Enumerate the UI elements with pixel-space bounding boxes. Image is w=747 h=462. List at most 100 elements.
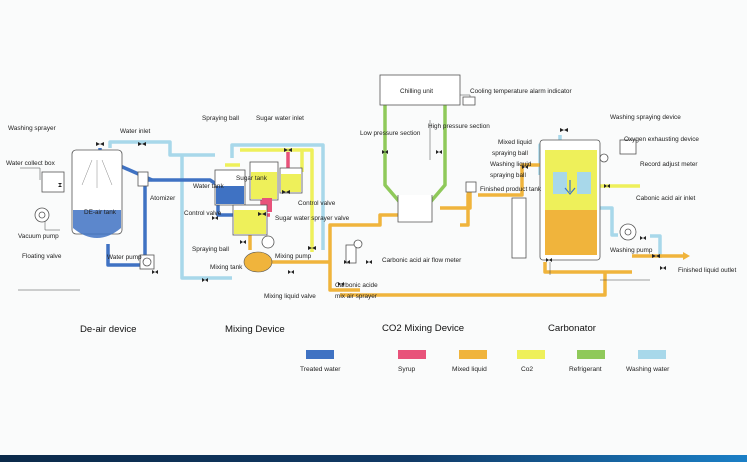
label-spraying-ball-top: Spraying ball — [202, 115, 239, 122]
valve-icon — [366, 260, 372, 264]
carbonator-tank — [539, 139, 601, 261]
label-control-valve-left: Control valve — [184, 210, 222, 217]
valve-icon — [282, 190, 290, 194]
valve-icon — [652, 254, 660, 258]
valve-icon — [152, 270, 158, 274]
mixing-tank — [243, 251, 273, 273]
valve-icon — [382, 150, 388, 154]
valve-icon — [660, 266, 666, 270]
label-carbonic-acid-1: Carbonic acide — [335, 282, 378, 289]
label-sugar-water-inlet: Sugar water inlet — [256, 115, 304, 122]
valve-icon — [546, 258, 552, 262]
valve-icon — [522, 165, 528, 169]
record-adjust-meter — [599, 153, 609, 163]
label-water-tank: Water tank — [193, 183, 224, 190]
oxygen-exhaust-device — [619, 139, 637, 155]
water-pump-de-air — [139, 254, 155, 270]
label-washing-sprayer: Washing sprayer — [8, 125, 57, 132]
label-washing-pump: Washing pump — [610, 247, 653, 254]
washing-pump — [619, 223, 637, 241]
section-titles: De-air device Mixing Device CO2 Mixing D… — [80, 323, 597, 335]
carbonic-acid-flow-meter — [345, 239, 363, 264]
label-carbonic-acid-2: mix air sprayer — [335, 293, 378, 300]
outlet-arrow-icon — [683, 252, 690, 260]
legend-swatch — [638, 350, 666, 359]
atomizer — [137, 171, 149, 187]
legend-swatch — [459, 350, 487, 359]
valve-icon — [604, 184, 610, 188]
finished-product-tank — [465, 181, 477, 193]
label-vacuum-pump: Vacuum pump — [18, 233, 59, 240]
label-mixing-liquid-valve: Mixing liquid valve — [264, 293, 316, 300]
label-washing-spraying-device: Washing spraying device — [610, 114, 681, 121]
valve-icon — [138, 142, 146, 146]
legend-label: Syrup — [398, 366, 416, 373]
label-oxygen-exhaust: Oxygen exhausting device — [624, 136, 699, 143]
legend-label: Treated water — [300, 366, 341, 373]
valve-icon — [560, 128, 568, 132]
valve-icon — [258, 212, 266, 216]
legend-label: Refrigerant — [569, 366, 602, 373]
label-carbonic-acid-inlet: Cabonic acid air inlet — [636, 195, 696, 202]
de-air-tank — [71, 149, 123, 238]
water-collect-box — [41, 171, 65, 193]
label-high-pressure: High pressure section — [428, 123, 490, 130]
section-mixing: Mixing Device — [225, 324, 285, 335]
cooling-alarm-indicator — [462, 96, 476, 106]
label-finished-product-tank: Finished product tank — [480, 186, 542, 193]
component-labels: Washing sprayer Water inlet Water collec… — [6, 88, 736, 300]
valves — [58, 128, 666, 286]
legend-label: Co2 — [521, 366, 533, 373]
legend-label: Mixed liquid — [452, 366, 487, 373]
label-washing-liquid-ball-2: spraying ball — [490, 172, 526, 179]
legend-label: Washing water — [626, 366, 670, 373]
label-mixed-liquid-ball-2: spraying ball — [492, 150, 528, 157]
valve-icon — [58, 183, 62, 187]
valve-icon — [288, 270, 294, 274]
label-water-collect-box: Water collect box — [6, 160, 56, 167]
legend-swatch — [517, 350, 545, 359]
instrument-column — [511, 197, 527, 259]
valve-icon — [202, 278, 208, 282]
mixing-assembly — [232, 204, 268, 236]
label-sugar-tank: Sugar tank — [236, 175, 268, 182]
label-finished-liquid-outlet: Finished liquid outlet — [678, 267, 736, 274]
valve-icon — [284, 148, 292, 152]
label-low-pressure: Low pressure section — [360, 130, 421, 137]
legend-swatch — [306, 350, 334, 359]
valve-icon — [212, 216, 218, 220]
label-water-inlet: Water inlet — [120, 128, 151, 135]
label-spraying-ball-lower: Spraying ball — [192, 246, 229, 253]
valve-icon — [308, 246, 316, 250]
section-carbonator: Carbonator — [548, 323, 597, 334]
legend-swatch — [577, 350, 605, 359]
bottom-accent-bar — [0, 455, 747, 462]
label-sugar-water-sprayer-valve: Sugar water sprayer valve — [275, 215, 350, 222]
label-mixed-liquid-ball-1: Mixed liquid — [498, 139, 532, 146]
label-washing-liquid-ball-1: Washing liquid — [490, 161, 532, 168]
legend: Treated water Syrup Mixed liquid Co2 Refrige… — [300, 350, 670, 373]
label-mixing-pump: Mixing pump — [275, 253, 312, 260]
valve-icon — [344, 260, 350, 264]
valve-icon — [338, 282, 344, 286]
label-mixing-tank: Mixing tank — [210, 264, 243, 271]
label-cooling-alarm: Cooling temperature alarm indicator — [470, 88, 572, 95]
valve-icon — [240, 240, 246, 244]
label-chilling-unit: Chilling unit — [400, 88, 433, 95]
label-record-adjust-meter: Record adjust meter — [640, 161, 698, 168]
vacuum-pump — [34, 207, 50, 223]
valve-icon — [96, 142, 104, 146]
sugar-tank — [249, 161, 279, 201]
valve-icon — [436, 150, 442, 154]
section-de-air: De-air device — [80, 324, 137, 335]
label-atomizer: Atomizer — [150, 195, 176, 202]
chilling-unit — [379, 74, 461, 223]
label-water-pump: Water pump — [107, 254, 142, 261]
mixing-pump — [261, 235, 275, 249]
label-carbonic-acid-flow-meter: Carbonic acid air flow meter — [382, 257, 462, 264]
label-de-air-tank: DE-air tank — [84, 209, 117, 216]
legend-swatch — [398, 350, 426, 359]
label-control-valve-right: Control valve — [298, 200, 336, 207]
